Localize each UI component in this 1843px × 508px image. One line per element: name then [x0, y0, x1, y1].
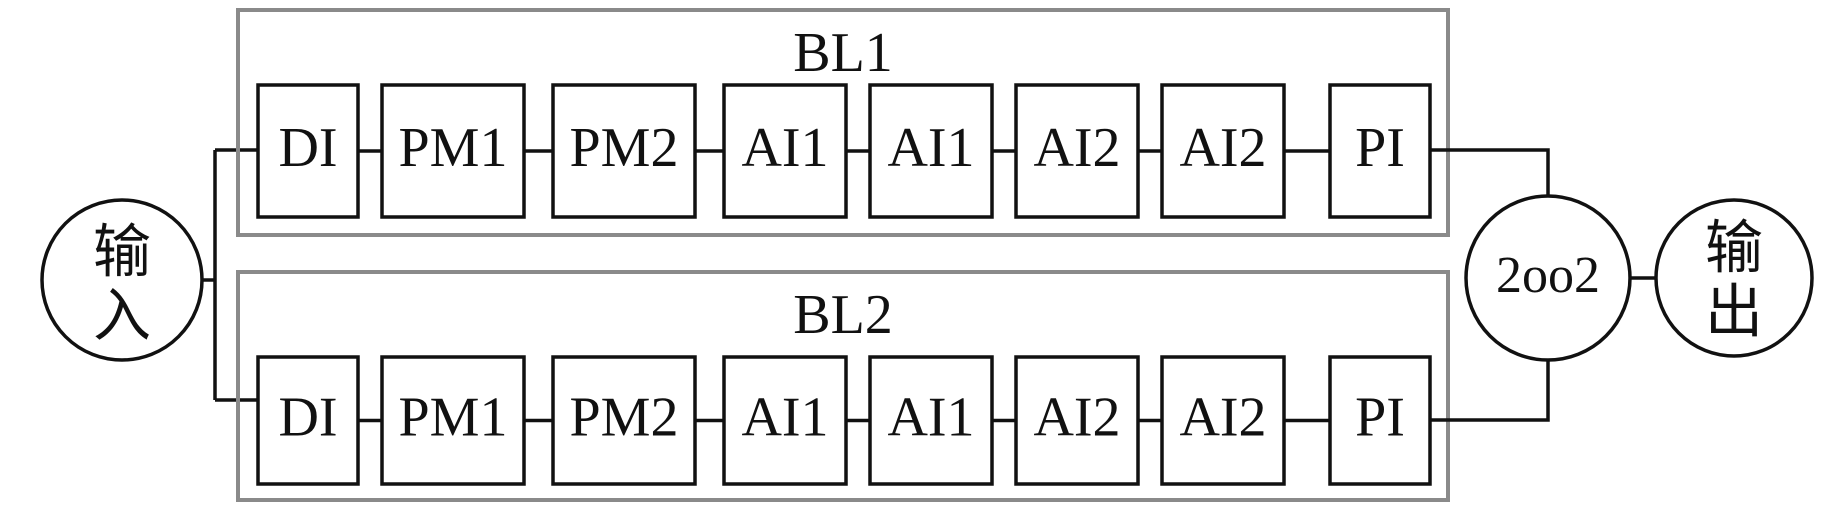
bl2-block-4 [722, 355, 848, 486]
bl1-block-label-6: AI2 [1033, 117, 1120, 179]
bl2-block-7 [1160, 355, 1286, 486]
bl1-to-voter-wire [1430, 148, 1550, 196]
bl1-block-label-1: DI [278, 117, 337, 179]
channel-bl2: BL2 DI PM1 PM2 AI1 AI1 AI2 AI2 PI [236, 270, 1450, 502]
bl1-block-4 [722, 83, 848, 219]
bl2-block-label-1: DI [278, 386, 337, 448]
channel-bl1: BL1 DI PM1 PM2 AI1 AI1 AI2 AI2 PI [236, 8, 1450, 237]
bl2-to-voter-wire [1430, 360, 1550, 422]
bl2-block-label-2: PM1 [399, 386, 508, 448]
bl1-title: BL1 [793, 22, 893, 84]
bl2-block-6 [1014, 355, 1140, 486]
bl1-block-label-3: PM2 [570, 117, 679, 179]
bl1-block-7 [1160, 83, 1286, 219]
bl1-block-6 [1014, 83, 1140, 219]
input-label-line1: 输 [93, 219, 151, 284]
bl1-block-label-4: AI1 [741, 117, 828, 179]
bl2-block-label-7: AI2 [1179, 386, 1266, 448]
bl1-block-2 [380, 83, 526, 219]
bl2-title: BL2 [793, 284, 893, 346]
bl2-block-8 [1328, 355, 1432, 486]
bl2-block-1 [256, 355, 360, 486]
voter-node: 2oo2 [1464, 194, 1632, 362]
bl1-group-box [236, 8, 1450, 237]
voter-label: 2oo2 [1496, 247, 1600, 304]
bl1-block-label-7: AI2 [1179, 117, 1266, 179]
bl2-block-label-5: AI1 [887, 386, 974, 448]
bl2-block-label-4: AI1 [741, 386, 828, 448]
output-label-line1: 输 [1705, 215, 1763, 280]
bl2-group-box [236, 270, 1450, 502]
bl2-block-label-8: PI [1355, 386, 1405, 448]
input-node: 输 入 [40, 198, 204, 362]
bl1-block-label-8: PI [1355, 117, 1405, 179]
bl2-block-5 [868, 355, 994, 486]
output-circle [1654, 198, 1814, 358]
voter-input-wires [1430, 148, 1550, 422]
bl2-block-label-6: AI2 [1033, 386, 1120, 448]
output-label-line2: 出 [1705, 279, 1763, 344]
bl1-block-1 [256, 83, 360, 219]
bl2-block-label-3: PM2 [570, 386, 679, 448]
bl2-blocks: DI PM1 PM2 AI1 AI1 AI2 AI2 PI [256, 355, 1432, 486]
bl2-block-3 [551, 355, 697, 486]
input-fanout-wires [202, 148, 258, 402]
input-label-line2: 入 [93, 283, 151, 348]
bl1-block-label-5: AI1 [887, 117, 974, 179]
bl1-block-3 [551, 83, 697, 219]
bl1-blocks: DI PM1 PM2 AI1 AI1 AI2 AI2 PI [256, 83, 1432, 219]
bl1-block-5 [868, 83, 994, 219]
bl1-block-8 [1328, 83, 1432, 219]
output-node: 输 出 [1654, 198, 1814, 358]
bl1-block-label-2: PM1 [399, 117, 508, 179]
